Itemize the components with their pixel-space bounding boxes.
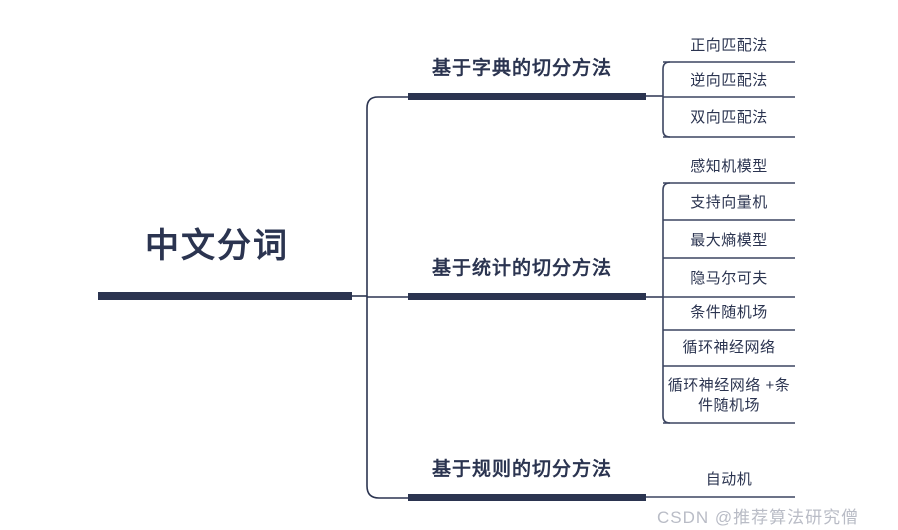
root-node-label[interactable]: 中文分词 (145, 227, 289, 265)
csdn-watermark: CSDN @推荐算法研究僧 (657, 508, 860, 527)
branch-bar-dictionary (408, 93, 646, 100)
branch-bar-statistical (408, 293, 646, 300)
leaf-label-zhichi-xiangliangji[interactable]: 支持向量机 (690, 194, 768, 211)
leaf-label-zhengxiang-pipeifa[interactable]: 正向匹配法 (690, 37, 768, 54)
branch-label-statistical[interactable]: 基于统计的切分方法 (432, 258, 613, 279)
leaf-label-xunhuan-shenjing-wangluo[interactable]: 循环神经网络 (682, 339, 776, 356)
root-trunk-bar (98, 292, 352, 300)
branch-label-rule[interactable]: 基于规则的切分方法 (432, 459, 613, 480)
leaf-label-zuida-shang-moxing[interactable]: 最大熵模型 (690, 232, 768, 249)
leaf-label-ganzhiji-moxing[interactable]: 感知机模型 (690, 158, 768, 175)
branch-label-dictionary[interactable]: 基于字典的切分方法 (432, 58, 613, 79)
leaf-label-yin-maerkefu[interactable]: 隐马尔可夫 (690, 270, 768, 287)
leaf-label-zidongji[interactable]: 自动机 (705, 471, 753, 488)
leaf-label-nixiang-pipeifa[interactable]: 逆向匹配法 (690, 72, 768, 89)
connector-branch-rule (366, 485, 408, 499)
leaf-label-tiaojian-suijichang[interactable]: 条件随机场 (690, 304, 768, 321)
branch-bar-rule (408, 494, 646, 501)
leaf-label-xunhuan-shenjing-wangluo-tiaojian-suijichang[interactable]: 循环神经网络 +条件随机场 (667, 377, 791, 414)
leaf-label-shuangxiang-pipeifa[interactable]: 双向匹配法 (690, 109, 768, 126)
connector-branch-dictionary (366, 96, 408, 109)
